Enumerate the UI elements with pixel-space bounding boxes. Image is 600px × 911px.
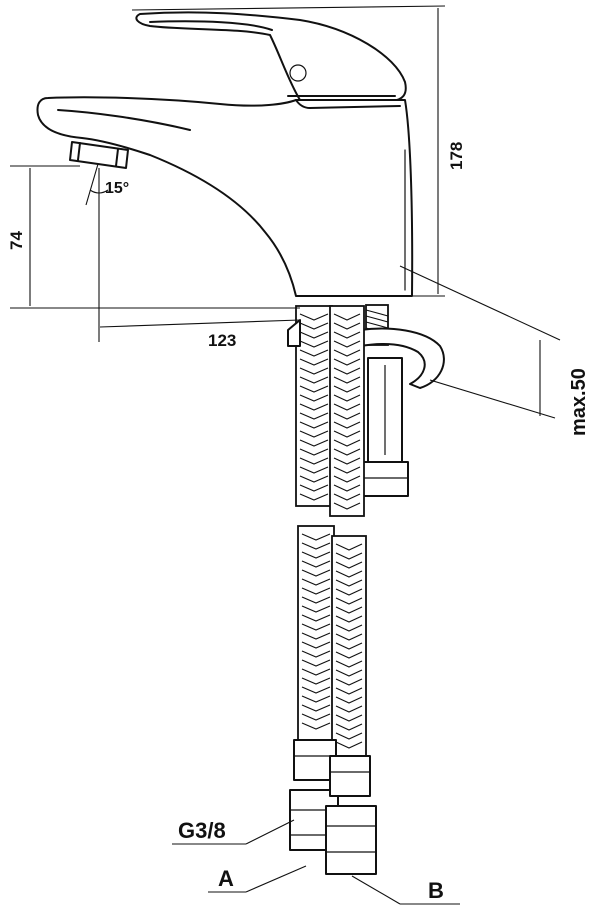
thread-label: G3/8 xyxy=(178,818,226,843)
dim-spout-angle-label: 15° xyxy=(105,180,129,197)
handle-screw xyxy=(289,64,307,82)
dim-height-total-label: 178 xyxy=(447,142,466,170)
dim-spout-reach-label: 123 xyxy=(208,331,236,350)
faucet-body xyxy=(36,96,414,297)
hose-b-connector xyxy=(325,755,377,875)
hose-a-upper xyxy=(295,305,333,507)
hose-b-upper xyxy=(329,305,365,517)
hose-b-lower xyxy=(331,535,367,757)
hose-washer xyxy=(287,319,301,347)
callout-thread: G3/8 xyxy=(172,818,295,845)
hose-a-label: A xyxy=(218,866,234,891)
dimension-mount-thickness: max.50 xyxy=(399,265,590,436)
mounting-stud xyxy=(359,304,445,497)
aerator xyxy=(69,141,129,169)
hose-braid-pattern xyxy=(299,313,363,749)
dimension-spout-angle: 15° xyxy=(85,163,129,206)
lever-handle xyxy=(135,11,407,102)
callout-hose-b: B xyxy=(351,875,460,905)
dimension-spout-reach: 123 xyxy=(98,168,301,350)
dimension-spout-height: 74 xyxy=(7,165,300,309)
dim-mount-thickness-label: max.50 xyxy=(568,368,590,436)
dimension-height-total: 178 xyxy=(131,5,466,297)
dim-spout-height-label: 74 xyxy=(7,231,26,250)
callout-hose-a: A xyxy=(208,865,307,893)
hose-b-label: B xyxy=(428,878,444,903)
